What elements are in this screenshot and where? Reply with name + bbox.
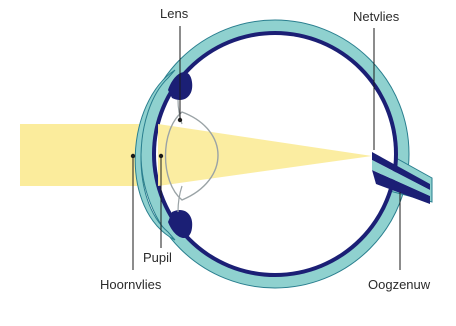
lens-leader-dot (178, 118, 182, 122)
label-lens: Lens (160, 6, 189, 21)
label-optic-nerve: Oogzenuw (368, 277, 431, 292)
pupil-leader-dot (159, 154, 163, 158)
cornea-leader-dot (131, 154, 135, 158)
label-cornea: Hoornvlies (100, 277, 162, 292)
label-retina: Netvlies (353, 9, 400, 24)
label-pupil: Pupil (143, 250, 172, 265)
